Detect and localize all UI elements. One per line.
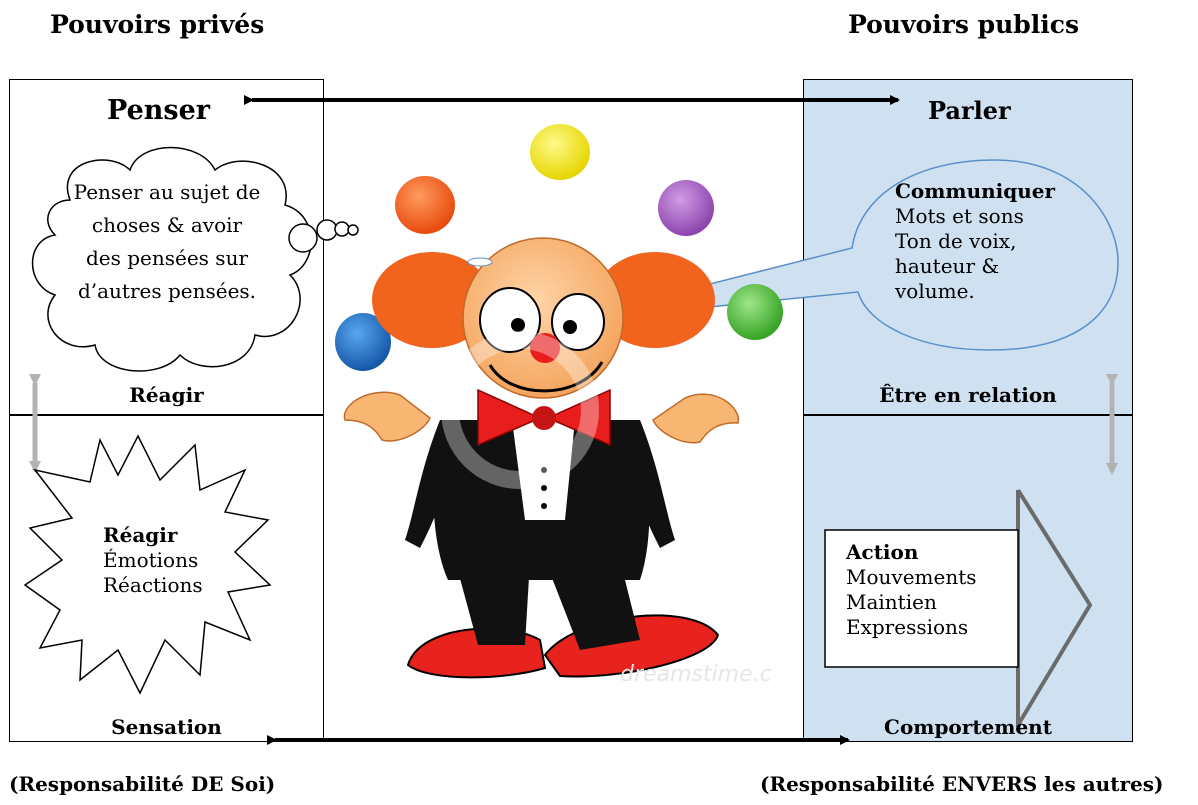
right-top-title: Parler xyxy=(928,96,1011,125)
action-line-3: Expressions xyxy=(846,615,969,639)
ball-purple xyxy=(658,180,714,236)
footer-left: (Responsabilité DE Soi) xyxy=(9,772,276,796)
action-line-1: Mouvements xyxy=(846,565,977,589)
left-mid-label: Réagir xyxy=(129,383,204,407)
action-title: Action xyxy=(846,540,919,564)
thought-text: Penser au sujet de choses & avoir des pe… xyxy=(73,180,261,303)
speech-line-4: volume. xyxy=(895,279,975,303)
left-bottom-label: Sensation xyxy=(111,715,222,739)
right-bottom-label: Comportement xyxy=(884,715,1052,739)
thought-cloud xyxy=(31,146,359,372)
action-text: Action Mouvements Maintien Expressions xyxy=(846,540,977,640)
header-private-powers: Pouvoirs privés xyxy=(50,10,265,39)
ball-green xyxy=(727,284,783,340)
burst-line-2: Réactions xyxy=(103,573,203,597)
header-public-powers: Pouvoirs publics xyxy=(848,10,1080,39)
burst-line-1: Émotions xyxy=(103,548,199,572)
right-mid-label: Être en relation xyxy=(879,383,1057,407)
footer-right: (Responsabilité ENVERS les autres) xyxy=(760,772,1164,796)
speech-text: Communiquer Mots et sons Ton de voix, ha… xyxy=(895,179,1055,304)
speech-title: Communiquer xyxy=(895,179,1056,203)
reaction-burst xyxy=(23,434,272,695)
right-panel-divider xyxy=(803,414,1133,416)
clown-illustration xyxy=(343,237,740,679)
watermark-mark xyxy=(441,331,599,489)
ball-orange xyxy=(395,176,455,234)
left-panel xyxy=(9,79,324,742)
left-panel-divider xyxy=(9,414,324,416)
burst-text: Réagir Émotions Réactions xyxy=(103,523,203,598)
ball-yellow xyxy=(530,124,590,180)
speech-line-3: hauteur & xyxy=(895,254,1000,278)
ball-blue xyxy=(335,313,391,371)
burst-title: Réagir xyxy=(103,523,178,547)
speech-line-1: Mots et sons xyxy=(895,204,1024,228)
speech-line-2: Ton de voix, xyxy=(895,229,1017,253)
watermark-text: dreamstime.c xyxy=(620,662,772,687)
action-arrow xyxy=(824,488,1093,733)
left-top-title: Penser xyxy=(107,95,210,126)
action-line-2: Maintien xyxy=(846,590,937,614)
